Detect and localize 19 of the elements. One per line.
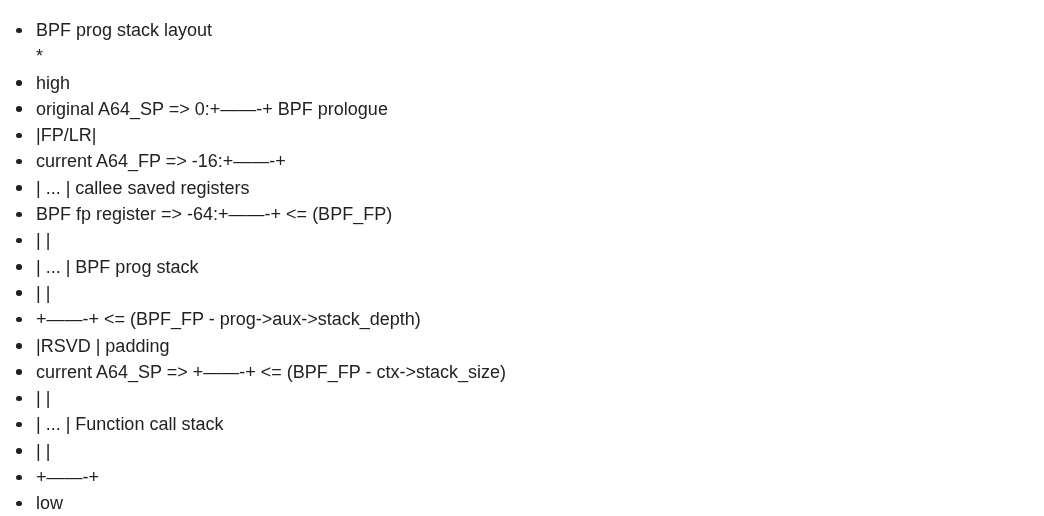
list-text: | ... | callee saved registers <box>36 176 250 200</box>
list-text: |RSVD | padding <box>36 334 170 358</box>
list-text: |FP/LR| <box>36 124 97 148</box>
list-text: | | <box>36 229 51 253</box>
list-text: +——-+ <box>36 466 100 490</box>
list-text: | | <box>36 281 51 305</box>
list-text: current A64_FP => -16:+——-+ <box>36 150 286 174</box>
list-text: | ... | BPF prog stack <box>36 255 199 279</box>
list-text: | | <box>36 439 51 463</box>
list-text: +——-+ <= (BPF_FP - prog->aux->stack_depth) <box>36 308 421 332</box>
list-text: low <box>36 492 63 516</box>
list-text: | ... | Function call stack <box>36 413 224 437</box>
list-text: * <box>36 45 43 69</box>
list-text: original A64_SP => 0:+——-+ BPF prologue <box>36 97 388 122</box>
list-text: | | <box>36 387 51 411</box>
list-text: high <box>36 71 71 95</box>
list-text: BPF prog stack layout <box>36 19 213 42</box>
list-text: BPF fp register => -64:+——-+ <= (BPF_FP) <box>36 203 393 227</box>
list-text: current A64_SP => +——-+ <= (BPF_FP - ctx->stack_size) <box>36 360 507 385</box>
